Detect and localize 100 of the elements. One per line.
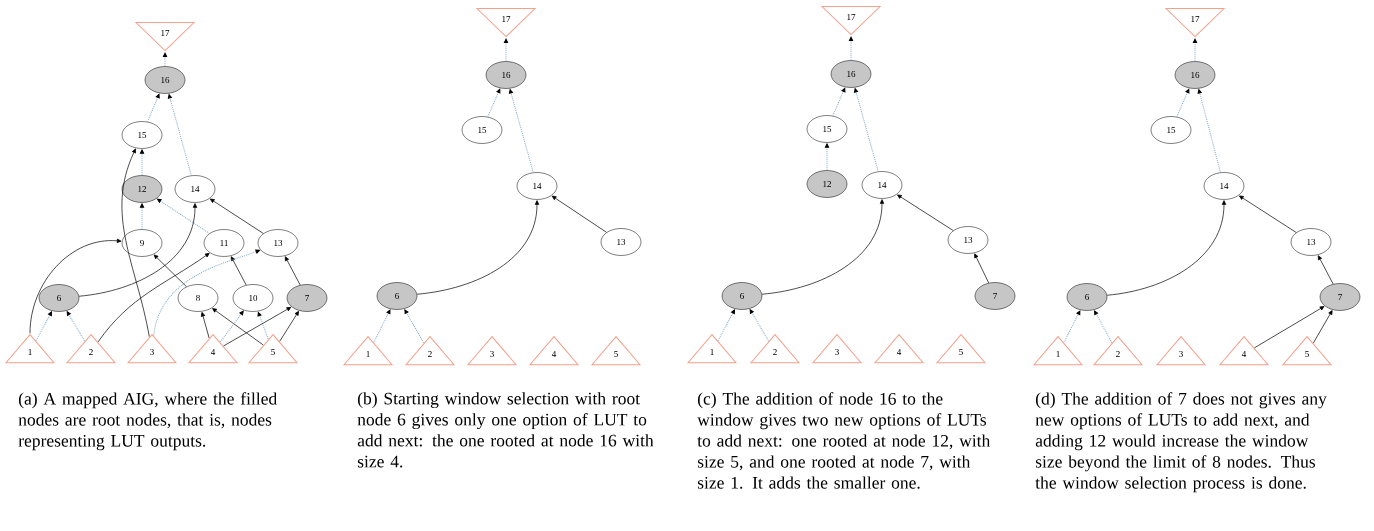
arrow <box>1197 89 1221 173</box>
ellipse-node: 13 <box>1290 228 1332 256</box>
filled-ellipse-node: 16 <box>144 66 186 94</box>
triangle-node: 1 <box>343 336 393 366</box>
filled-ellipse-node: 6 <box>376 282 418 310</box>
arrow <box>897 194 954 231</box>
ellipse-node: 11 <box>203 229 245 257</box>
triangle-node: 5 <box>591 336 641 366</box>
triangle-node: 17 <box>476 8 536 38</box>
arrow <box>824 143 830 171</box>
filled-ellipse-node: 12 <box>121 175 163 203</box>
ellipse-node: 14 <box>516 172 558 200</box>
arrow <box>121 148 150 337</box>
triangle-node: 1 <box>687 334 737 364</box>
arrow <box>223 306 292 347</box>
triangle-node: 4 <box>188 334 238 364</box>
triangle-node: 4 <box>874 334 924 364</box>
triangle-node: 2 <box>1093 336 1143 366</box>
triangle-node: 5 <box>248 334 298 364</box>
arrow <box>284 256 301 286</box>
arrow <box>848 36 854 61</box>
arrow <box>1094 310 1113 344</box>
ellipse-node: 13 <box>600 228 642 256</box>
ellipse-node: 15 <box>806 115 848 143</box>
triangle-node: 1 <box>5 334 55 364</box>
filled-ellipse-node: 7 <box>1319 283 1361 311</box>
arrow <box>279 311 299 342</box>
arrow <box>78 203 198 297</box>
arrow <box>1192 38 1198 62</box>
ellipse-node: 10 <box>232 284 274 312</box>
arrow <box>200 311 210 339</box>
triangle-node: 17 <box>821 6 881 36</box>
arrow <box>487 88 501 118</box>
arrow <box>717 309 735 342</box>
arrow <box>139 149 145 176</box>
filled-ellipse-node: 16 <box>1174 61 1216 89</box>
ellipse-node: 14 <box>861 171 903 199</box>
arrow <box>157 198 210 234</box>
arrow <box>508 89 534 173</box>
arrow <box>153 249 260 336</box>
arrow <box>35 311 52 342</box>
arrow <box>503 38 509 62</box>
filled-ellipse-node: 12 <box>806 170 848 198</box>
triangle-node: 3 <box>812 334 862 364</box>
arrow <box>167 94 192 176</box>
arrow <box>212 308 264 346</box>
arrow <box>832 87 846 117</box>
figure-caption: (a) A mapped AIG, where the filled nodes are root nodes, that is, nodes representing LUT outputs. <box>18 392 277 451</box>
filled-ellipse-node: 16 <box>830 60 872 88</box>
triangle-node: 2 <box>405 336 455 366</box>
filled-ellipse-node: 6 <box>1066 283 1108 311</box>
triangle-node: 3 <box>127 334 177 364</box>
triangle-node: 4 <box>1219 336 1269 366</box>
filled-ellipse-node: 7 <box>286 284 328 312</box>
arrow <box>210 198 264 234</box>
triangle-node: 1 <box>1033 336 1083 366</box>
arrow <box>1239 195 1297 233</box>
triangle-node: 3 <box>1156 336 1206 366</box>
arrow <box>29 238 122 334</box>
arrow <box>1106 200 1227 296</box>
ellipse-node: 15 <box>121 121 163 149</box>
arrow <box>97 253 210 343</box>
arrow <box>551 195 607 233</box>
arrow <box>373 309 391 343</box>
arrow <box>1176 88 1190 118</box>
triangle-node: 3 <box>467 336 517 366</box>
arrow <box>974 253 990 284</box>
ellipse-node: 13 <box>947 226 989 254</box>
arrow <box>257 311 269 340</box>
ellipse-node: 14 <box>174 175 216 203</box>
triangle-node: 5 <box>936 334 986 364</box>
figure-caption: (d) The addition of 7 does not gives any new options of LUTs to add next, and adding 12 would increase the window size beyond the limit of 8 nodes. Thus the window selection process is done. <box>1035 392 1327 493</box>
arrow <box>853 88 879 172</box>
triangle-node: 5 <box>1282 336 1332 366</box>
arrow <box>404 309 425 344</box>
ellipse-node: 15 <box>1150 116 1192 144</box>
arrow <box>1254 306 1325 349</box>
filled-ellipse-node: 6 <box>721 282 763 310</box>
ellipse-node: 13 <box>257 229 299 257</box>
filled-ellipse-node: 7 <box>974 282 1016 310</box>
ellipse-node: 14 <box>1203 172 1245 200</box>
arrow <box>219 310 244 343</box>
arrow <box>1313 310 1333 344</box>
arrow <box>1063 310 1081 343</box>
arrow <box>147 93 160 123</box>
triangle-node: 4 <box>529 336 579 366</box>
figure-caption: (b) Starting window selection with root node 6 gives only one option of LUT to add next: the one rooted at node 16 with size 4. <box>357 392 654 468</box>
arrow <box>749 309 770 342</box>
filled-ellipse-node: 16 <box>485 61 527 89</box>
arrow <box>761 199 885 295</box>
arrow <box>230 256 247 286</box>
triangle-node: 2 <box>66 334 116 364</box>
arrow <box>1317 255 1334 285</box>
ellipse-node: 8 <box>177 284 219 312</box>
ellipse-node: 9 <box>121 229 163 257</box>
triangle-node: 17 <box>135 22 195 52</box>
arrow <box>139 203 145 230</box>
arrow <box>66 311 85 342</box>
triangle-node: 17 <box>1165 8 1225 38</box>
filled-ellipse-node: 6 <box>38 284 80 312</box>
